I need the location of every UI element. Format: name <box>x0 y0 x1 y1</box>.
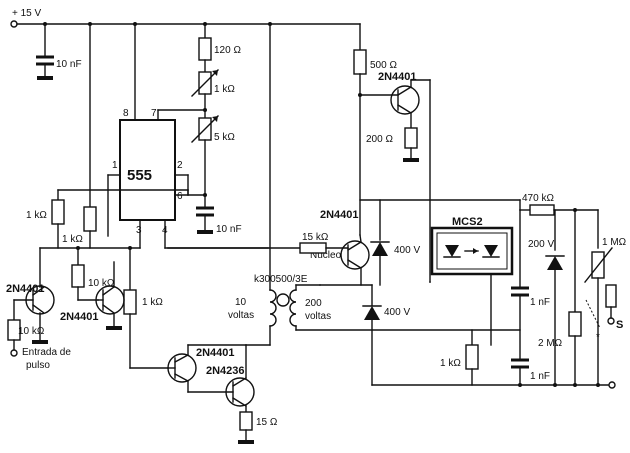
svg-text:1 kΩ: 1 kΩ <box>214 84 235 95</box>
svg-text:7: 7 <box>151 108 157 119</box>
svg-text:5 kΩ: 5 kΩ <box>214 132 235 143</box>
svg-text:10: 10 <box>235 297 247 308</box>
svg-text:200: 200 <box>305 298 322 309</box>
svg-text:1: 1 <box>112 160 118 171</box>
svg-text:voltas: voltas <box>305 311 331 322</box>
svg-text:400 V: 400 V <box>394 245 420 256</box>
svg-text:pulso: pulso <box>26 360 50 371</box>
svg-text:8: 8 <box>123 108 129 119</box>
optocoupler-mcs2: MCS2 <box>429 216 514 346</box>
capacitor-supply: 10 nF <box>36 23 82 80</box>
svg-text:500 Ω: 500 Ω <box>370 60 397 71</box>
svg-text:voltas: voltas <box>228 310 254 321</box>
svg-text:200 V: 200 V <box>528 239 554 250</box>
transistor-second: 2N4401 <box>60 261 125 330</box>
svg-text:555: 555 <box>127 167 152 184</box>
svg-text:S: S <box>616 319 623 331</box>
svg-text:2N4401: 2N4401 <box>196 347 235 359</box>
svg-text:6: 6 <box>177 191 183 202</box>
ic-555: 555 8 7 1 2 6 3 4 <box>107 23 269 249</box>
output-network: 470 kΩ 1 nF 1 nF 1 kΩ 200 V 2 MΩ 1 MΩ <box>371 193 627 389</box>
svg-text:400 V: 400 V <box>384 307 410 318</box>
svg-text:10 kΩ: 10 kΩ <box>18 326 45 337</box>
svg-text:Entrada de: Entrada de <box>22 347 71 358</box>
svg-text:2N4236: 2N4236 <box>206 365 245 377</box>
svg-text:120 Ω: 120 Ω <box>214 45 241 56</box>
timing-network: 120 Ω 1 kΩ 5 kΩ 10 nF <box>191 23 242 235</box>
svg-text:1 MΩ: 1 MΩ <box>602 237 627 248</box>
svg-text:1 kΩ: 1 kΩ <box>142 297 163 308</box>
svg-text:2N4401: 2N4401 <box>320 209 359 221</box>
right-transistor-stage: 500 Ω 2N4401 200 Ω 2N4401 15 kΩ 400 <box>167 23 521 386</box>
svg-text:2: 2 <box>177 160 183 171</box>
svg-text:15 kΩ: 15 kΩ <box>302 232 329 243</box>
svg-text:MCS2: MCS2 <box>452 216 483 228</box>
svg-text:3: 3 <box>136 225 142 236</box>
supply-rail: + 15 V <box>10 8 361 28</box>
svg-text:10 nF: 10 nF <box>216 224 242 235</box>
svg-text:1 kΩ: 1 kΩ <box>26 210 47 221</box>
svg-text:10 nF: 10 nF <box>56 59 82 70</box>
svg-text:470 kΩ: 470 kΩ <box>522 193 554 204</box>
svg-text:2N4401: 2N4401 <box>60 311 99 323</box>
transistor-input: 2N4401 10 kΩ Entrada de pulso <box>6 247 71 371</box>
svg-text:10 kΩ: 10 kΩ <box>88 278 115 289</box>
svg-text:1 nF: 1 nF <box>530 371 550 382</box>
svg-text:k300500/3E: k300500/3E <box>254 274 308 285</box>
svg-text:Núcleo: Núcleo <box>310 250 342 261</box>
svg-text:2N4401: 2N4401 <box>378 71 417 83</box>
svg-text:*: * <box>596 332 600 343</box>
svg-text:2N4401: 2N4401 <box>6 283 45 295</box>
svg-text:200 Ω: 200 Ω <box>366 134 393 145</box>
svg-text:1 kΩ: 1 kΩ <box>62 234 83 245</box>
svg-text:1 nF: 1 nF <box>530 297 550 308</box>
driver-transistors: 2N4401 2N4236 15 Ω <box>167 344 278 444</box>
transformer: Núcleo k300500/3E 10 voltas 200 voltas <box>228 23 521 346</box>
supply-label: + 15 V <box>12 8 42 19</box>
svg-text:1 kΩ: 1 kΩ <box>440 358 461 369</box>
svg-text:15 Ω: 15 Ω <box>256 417 278 428</box>
svg-text:2 MΩ: 2 MΩ <box>538 338 563 349</box>
